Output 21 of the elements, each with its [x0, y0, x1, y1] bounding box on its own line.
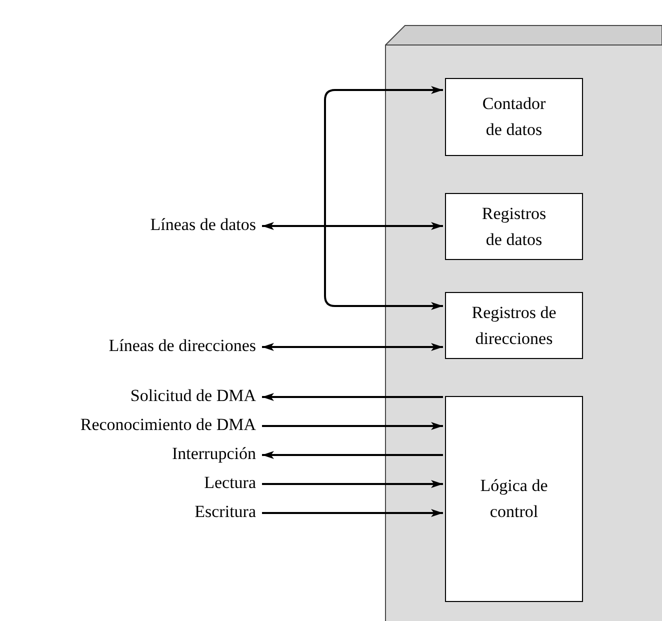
- signal-label: Interrupción: [172, 444, 256, 464]
- box-label: Lógica de control: [479, 475, 549, 523]
- signal-label: Lectura: [204, 473, 256, 493]
- arrow: [262, 422, 443, 430]
- arrow: [262, 451, 443, 459]
- arrow: [262, 509, 443, 517]
- box-label: Registros de datos: [480, 202, 548, 250]
- box-label: Registros de direcciones: [470, 302, 558, 350]
- arrow: [262, 393, 443, 401]
- register-box: [445, 292, 583, 359]
- signal-label: Solicitud de DMA: [130, 386, 256, 406]
- signal-label: Líneas de datos: [150, 215, 256, 235]
- signal-label: Reconocimiento de DMA: [80, 415, 256, 435]
- box-label: Contador de datos: [481, 93, 547, 141]
- signal-label: Líneas de direcciones: [108, 336, 256, 356]
- register-box: [445, 78, 583, 156]
- register-box: [445, 396, 583, 602]
- arrow: [262, 343, 443, 351]
- signal-label: Escritura: [194, 502, 256, 522]
- register-box: [445, 193, 583, 260]
- arrow: [262, 480, 443, 488]
